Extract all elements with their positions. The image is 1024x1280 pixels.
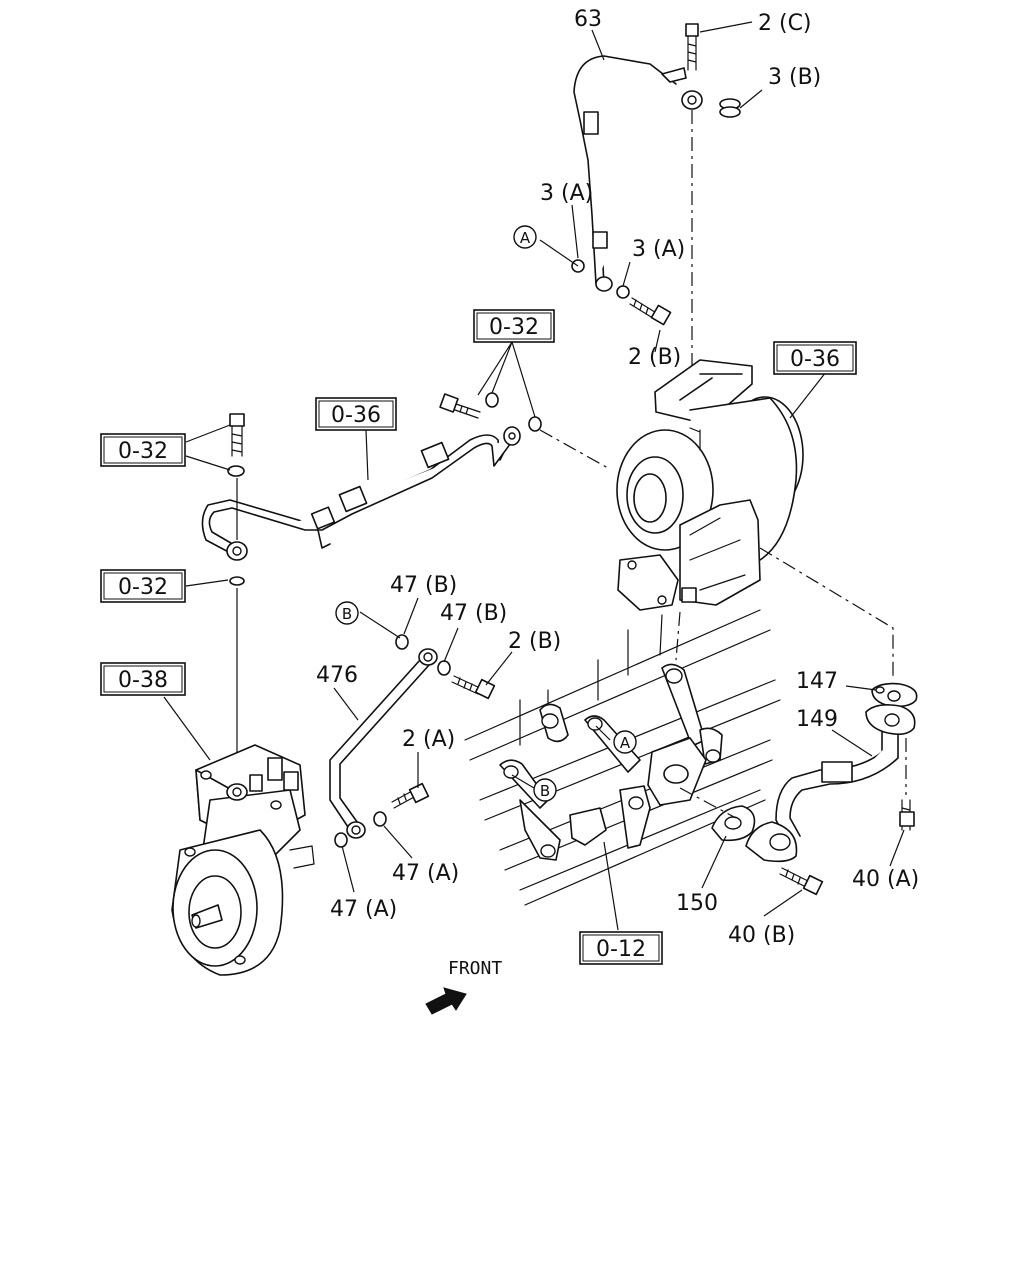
washer-47a-2 [373, 811, 387, 827]
label-47b-1: 47 (B) [390, 573, 457, 598]
washer-left-2 [229, 576, 245, 586]
washer-turbo-2 [528, 416, 542, 432]
label-3a-1: 3 (A) [540, 181, 593, 206]
bolt-40a [899, 738, 915, 831]
washer-3b [719, 98, 741, 118]
washer-47b-1 [395, 634, 409, 650]
bolt-2c [685, 23, 699, 71]
bolt-turbo-oil-inlet [439, 393, 481, 419]
turbocharger [616, 359, 804, 611]
air-compressor [171, 744, 315, 976]
label-40b: 40 (B) [728, 923, 795, 948]
label-476: 476 [316, 663, 358, 688]
svg-text:B: B [540, 782, 550, 800]
label-47a-2: 47 (A) [330, 897, 397, 922]
svg-text:0-32: 0-32 [118, 575, 168, 600]
refbox-0-32-left-1: 0-32 [100, 433, 186, 467]
label-3b: 3 (B) [768, 65, 821, 90]
label-3a-2: 3 (A) [632, 237, 685, 262]
label-149: 149 [796, 707, 838, 732]
svg-text:0-32: 0-32 [118, 439, 168, 464]
svg-text:0-38: 0-38 [118, 668, 168, 693]
marker-b-engine: B [533, 778, 557, 802]
washer-47a-1 [334, 832, 348, 848]
svg-text:A: A [620, 734, 631, 752]
label-2b-2: 2 (B) [508, 629, 561, 654]
compressor-oil-pipe [201, 426, 521, 561]
label-2b-1: 2 (B) [628, 345, 681, 370]
engine-block [464, 609, 781, 906]
oil-return-pipe-149 [745, 704, 916, 863]
bolt-2b-middle [451, 675, 496, 700]
washer-turbo-1 [485, 392, 499, 408]
label-150: 150 [676, 891, 718, 916]
svg-text:0-32: 0-32 [489, 315, 539, 340]
compressor-oil-pipe-476 [329, 648, 438, 839]
oil-feed-pipe-63 [573, 55, 703, 292]
refbox-0-32-top: 0-32 [473, 309, 555, 343]
refbox-0-36-left: 0-36 [315, 397, 397, 431]
label-47a-1: 47 (A) [392, 861, 459, 886]
label-40a: 40 (A) [852, 867, 919, 892]
svg-text:A: A [520, 229, 531, 247]
label-63: 63 [574, 7, 602, 32]
refbox-0-32-left-2: 0-32 [100, 569, 186, 603]
svg-text:0-36: 0-36 [790, 347, 840, 372]
label-2c: 2 (C) [758, 11, 812, 36]
gasket-150 [711, 805, 756, 842]
marker-a-engine: A [613, 730, 637, 754]
svg-text:B: B [342, 605, 352, 623]
bolt-2a [391, 782, 430, 809]
gasket-147 [871, 682, 918, 708]
washer-3a-2 [616, 285, 630, 299]
marker-a-top: A [513, 225, 537, 249]
refbox-0-38: 0-38 [100, 662, 186, 696]
label-47b-2: 47 (B) [440, 601, 507, 626]
marker-b-left: B [335, 601, 359, 625]
refbox-0-12: 0-12 [579, 931, 663, 965]
bolt-40b [779, 867, 824, 896]
svg-text:0-12: 0-12 [596, 937, 646, 962]
label-2a: 2 (A) [402, 727, 455, 752]
refbox-0-36-right: 0-36 [773, 341, 857, 375]
bolt-left-top [229, 413, 245, 457]
front-label: FRONT [448, 958, 502, 979]
front-arrow-icon [425, 987, 467, 1015]
washer-left-1 [227, 465, 245, 477]
bolt-2b-top [629, 297, 672, 326]
svg-text:0-36: 0-36 [331, 403, 381, 428]
washer-47b-2 [437, 660, 451, 676]
label-147: 147 [796, 669, 838, 694]
